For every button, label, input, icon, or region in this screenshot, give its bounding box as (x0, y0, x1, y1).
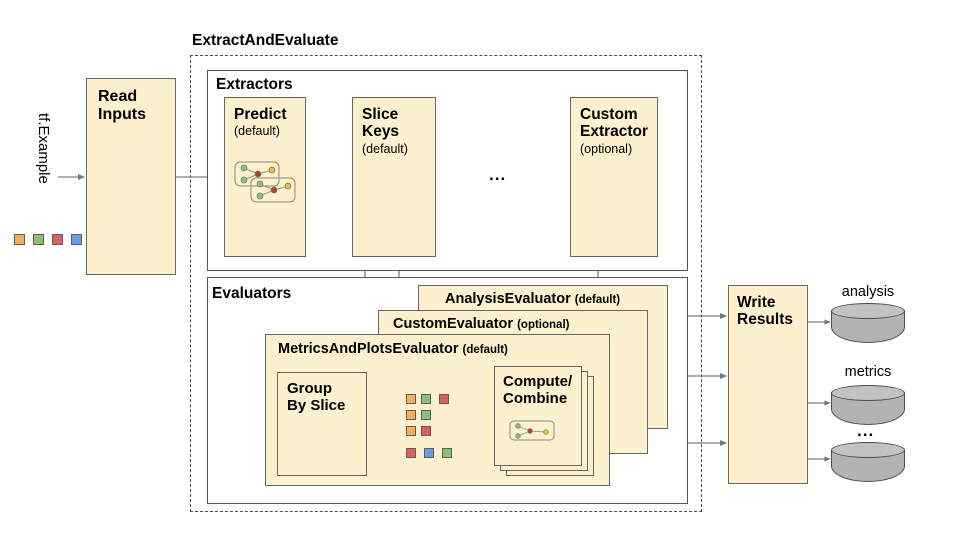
slice-chip (442, 448, 452, 458)
more-stores-ellipsis: ... (857, 421, 875, 440)
input-chip-orange (14, 234, 25, 245)
input-chip-green (33, 234, 44, 245)
custom-extractor-suffix: (optional) (580, 142, 633, 156)
read-inputs-label: Read Inputs (98, 88, 146, 123)
metrics-and-plots-evaluator-suffix: (default) (462, 344, 508, 356)
slice-chip (406, 426, 416, 436)
model-graph-icon-small (509, 420, 555, 441)
extract-and-evaluate-container (190, 55, 702, 512)
cylinder-top (831, 442, 905, 458)
analysis-store-label: analysis (841, 284, 895, 300)
slice-chip (421, 410, 431, 420)
more-stores[interactable] (831, 442, 905, 482)
slice-keys-node[interactable]: Slice Keys (default) (352, 97, 436, 257)
predict-node[interactable]: Predict (default) (224, 97, 306, 257)
analysis-evaluator-suffix: (default) (574, 294, 621, 306)
cylinder-top (831, 303, 905, 319)
custom-extractor-label: Custom Extractor (580, 106, 649, 141)
slice-keys-suffix: (default) (362, 142, 408, 156)
model-graph-icon (234, 161, 296, 203)
write-results-label: Write Results (737, 294, 793, 329)
compute-combine-node[interactable]: Compute/ Combine (494, 366, 582, 466)
slice-chip (424, 448, 434, 458)
group-by-slice-label: Group By Slice (287, 380, 346, 414)
analysis-evaluator-name: AnalysisEvaluator (445, 291, 571, 307)
input-chip-blue (71, 234, 82, 245)
compute-combine-label: Compute/ Combine (503, 373, 573, 407)
slice-chip (406, 410, 416, 420)
slice-chip (421, 394, 431, 404)
extract-and-evaluate-title: ExtractAndEvaluate (192, 32, 339, 49)
predict-suffix: (default) (234, 124, 280, 138)
custom-extractor-node[interactable]: Custom Extractor (optional) (570, 97, 658, 257)
input-chip-red (52, 234, 63, 245)
extractors-ellipsis: ... (489, 165, 507, 184)
metrics-store-label: metrics (844, 364, 892, 380)
analysis-store[interactable] (831, 303, 905, 343)
custom-evaluator-name: CustomEvaluator (393, 316, 514, 332)
slice-chip (406, 448, 416, 458)
read-inputs-box[interactable]: Read Inputs (86, 78, 176, 275)
slice-keys-label: Slice Keys (362, 106, 400, 141)
cylinder-top (831, 385, 905, 401)
write-results-node[interactable]: Write Results (728, 285, 808, 484)
input-label-tf-example: tf.Example (35, 113, 52, 184)
evaluators-title: Evaluators (212, 285, 292, 302)
slice-chip (439, 394, 449, 404)
extractors-title: Extractors (216, 76, 293, 93)
metrics-and-plots-evaluator-name: MetricsAndPlotsEvaluator (278, 341, 459, 357)
slice-chip (421, 426, 431, 436)
custom-evaluator-suffix: (optional) (517, 319, 570, 331)
slice-chip (406, 394, 416, 404)
predict-label: Predict (234, 106, 287, 123)
metrics-store[interactable] (831, 385, 905, 425)
group-by-slice-node[interactable]: Group By Slice (277, 372, 367, 476)
